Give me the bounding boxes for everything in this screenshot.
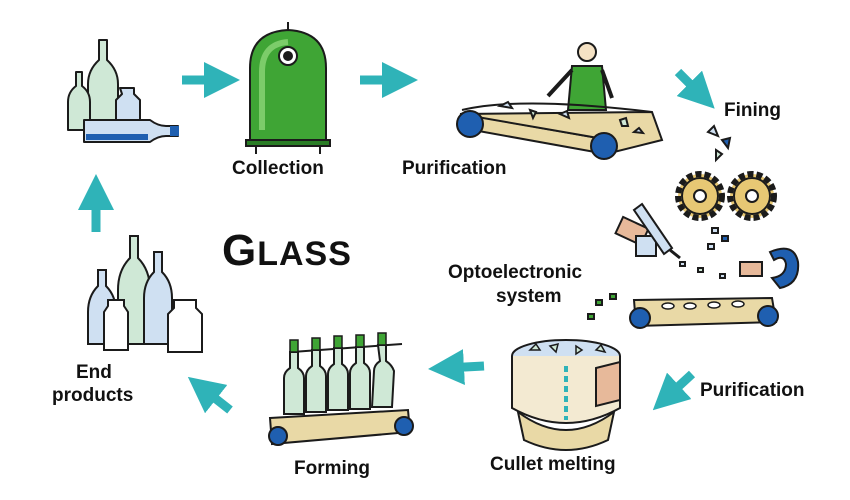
label-end-products-line1: End [76, 362, 112, 383]
label-purification-right: Purification [700, 380, 805, 401]
purification-conveyor-illustration [456, 42, 664, 160]
arrow-to-cullet-melting [652, 370, 696, 411]
forming-line-illustration [268, 332, 414, 446]
end-products-illustration [87, 235, 203, 353]
flow-arrows [78, 62, 715, 414]
label-purification-top: Purification [402, 158, 507, 179]
label-optoelectronic-system: system [496, 286, 562, 307]
title-first-letter: G [222, 226, 258, 275]
label-collection: Collection [232, 158, 324, 179]
label-end-products-line2: products [52, 385, 134, 406]
collection-bin-illustration [245, 22, 331, 154]
arrow-purification-to-fining [674, 68, 715, 109]
arrow-melting-to-forming [428, 349, 485, 386]
label-fining: Fining [724, 100, 781, 121]
label-optoelectronic: Optoelectronic [448, 262, 583, 283]
optoelectronic-system-illustration [587, 202, 800, 329]
label-cullet-melting: Cullet melting [490, 454, 616, 475]
diagram-title: GLASS [222, 226, 352, 276]
arrow-forming-to-end-products [187, 376, 233, 414]
collected-bottles-illustration [67, 39, 179, 143]
title-rest: LASS [257, 235, 352, 273]
cullet-melting-furnace-illustration [511, 339, 621, 451]
label-forming: Forming [294, 458, 370, 479]
fining-gears-illustration [675, 124, 777, 250]
